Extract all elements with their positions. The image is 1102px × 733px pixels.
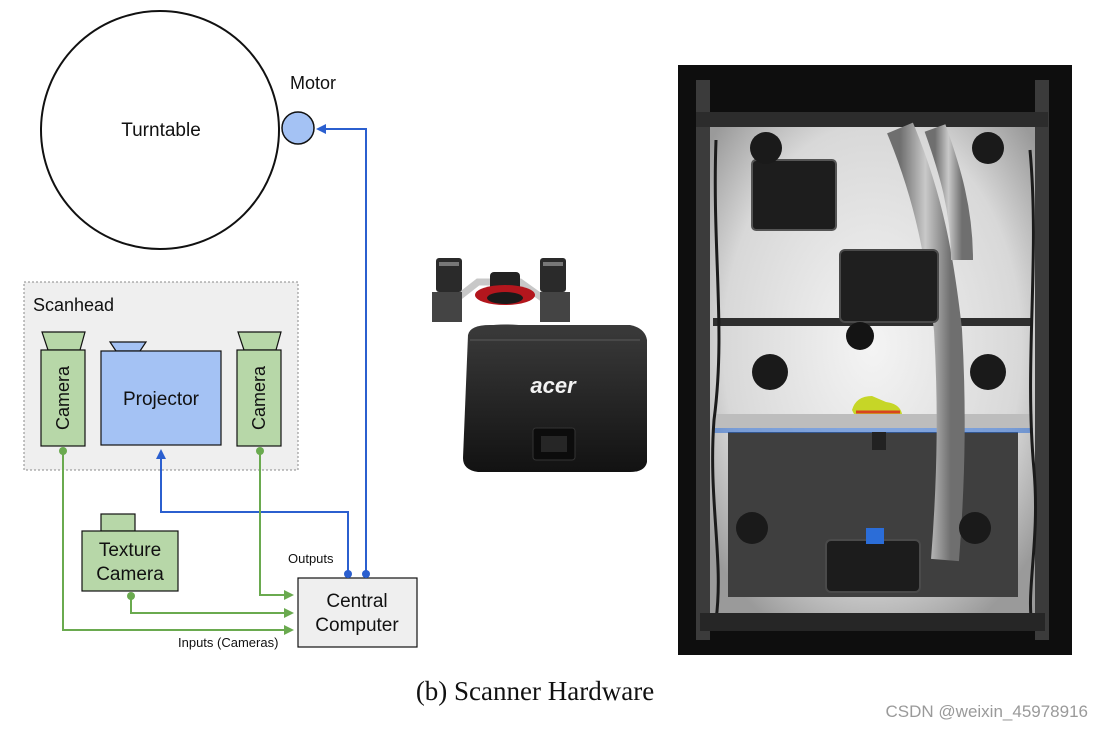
inputs-label: Inputs (Cameras): [178, 635, 278, 650]
input-node-texture-camera: [127, 592, 135, 600]
central-computer-label-2: Computer: [315, 615, 399, 636]
motor-label: Motor: [290, 73, 336, 93]
input-node-camera-right: [256, 447, 264, 455]
scanhead-photo: acer: [432, 258, 647, 472]
projector-body: [100, 350, 222, 446]
turntable-label: Turntable: [121, 120, 201, 141]
camera-right-body: [236, 349, 282, 447]
scanhead-label: Scanhead: [33, 295, 114, 315]
camera-right-lens: [237, 331, 282, 351]
camera-left-input-link: [62, 451, 294, 635]
camera-right-input-link: [259, 451, 294, 600]
camera-left-lens: [41, 331, 86, 351]
camera-left-body: [40, 349, 86, 447]
central-computer-box: [297, 577, 418, 648]
outputs-label: Outputs: [288, 551, 334, 566]
projector-brand-label: acer: [530, 373, 577, 398]
projector-output-link: [156, 449, 349, 573]
figure-caption: (b) Scanner Hardware: [415, 676, 655, 706]
central-computer-label-1: Central: [326, 591, 387, 612]
scanner-cabinet-photo: [678, 65, 1072, 655]
motor-circle: [281, 111, 315, 145]
projector-label: Projector: [123, 389, 200, 410]
projector-lens: [108, 341, 148, 352]
turntable-circle: [40, 10, 280, 250]
texture-camera-label-2: Camera: [96, 564, 164, 585]
texture-camera-top: [100, 513, 136, 532]
output-node-motor: [362, 570, 370, 578]
texture-camera-input-link: [130, 596, 294, 618]
texture-camera-label-1: Texture: [99, 540, 161, 561]
camera-right-label: Camera: [249, 365, 269, 430]
output-node-projector: [344, 570, 352, 578]
texture-camera-body: [81, 530, 179, 592]
input-node-camera-left: [59, 447, 67, 455]
watermark: CSDN @weixin_45978916: [885, 702, 1088, 721]
camera-left-label: Camera: [53, 365, 73, 430]
motor-output-link: [316, 124, 367, 573]
